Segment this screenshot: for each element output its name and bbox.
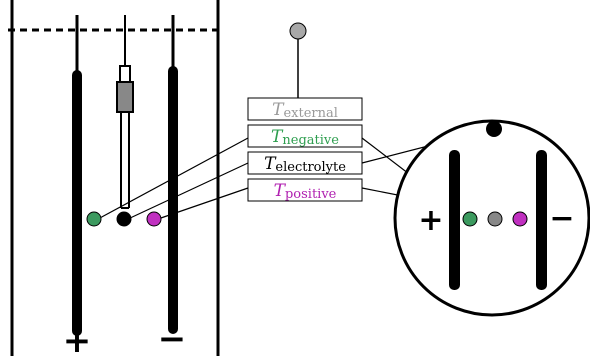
label-positive-main: T	[274, 181, 287, 201]
label-electrolyte-main: T	[264, 154, 277, 174]
line-negative-sensor	[97, 137, 249, 220]
negative-sensor	[86, 211, 102, 227]
electrolyte-sensor	[116, 211, 132, 227]
zoom-view: + −	[393, 119, 590, 317]
zoom-external-sensor	[487, 211, 503, 227]
svg-text:Texternal: Texternal	[272, 100, 338, 121]
line-positive-sensor	[157, 187, 249, 220]
zoom-positive-electrode	[449, 150, 460, 290]
label-electrolyte: Telectrolyte	[247, 151, 363, 175]
svg-text:Tpositive: Tpositive	[274, 181, 337, 202]
label-negative-main: T	[271, 127, 284, 147]
label-negative: Tnegative	[247, 124, 363, 148]
zoom-plus-sign: +	[418, 203, 443, 238]
reference-probe	[116, 15, 134, 209]
zoom-electrolyte-sensor	[486, 121, 502, 137]
svg-text:Telectrolyte: Telectrolyte	[264, 154, 346, 175]
label-external-sub: external	[283, 106, 337, 121]
zoom-negative-sensor	[462, 211, 478, 227]
line-electrolyte-sensor	[127, 162, 249, 220]
negative-electrode	[168, 66, 178, 334]
label-electrolyte-sub: electrolyte	[275, 160, 346, 175]
zoom-minus-sign: −	[549, 201, 574, 236]
cell-container	[8, 0, 222, 356]
external-sensor	[289, 22, 307, 40]
label-positive-sub: positive	[285, 187, 337, 202]
svg-text:Tnegative: Tnegative	[271, 127, 339, 148]
positive-electrode	[72, 70, 82, 336]
cell-plus-sign: +	[63, 321, 92, 356]
cell-minus-sign: −	[158, 319, 187, 356]
label-positive: Tpositive	[247, 178, 363, 202]
zoom-positive-sensor	[512, 211, 528, 227]
zoom-negative-electrode	[536, 150, 547, 290]
label-negative-sub: negative	[282, 133, 339, 148]
positive-sensor	[146, 211, 162, 227]
label-external: Texternal	[247, 97, 363, 121]
label-external-main: T	[272, 100, 285, 120]
